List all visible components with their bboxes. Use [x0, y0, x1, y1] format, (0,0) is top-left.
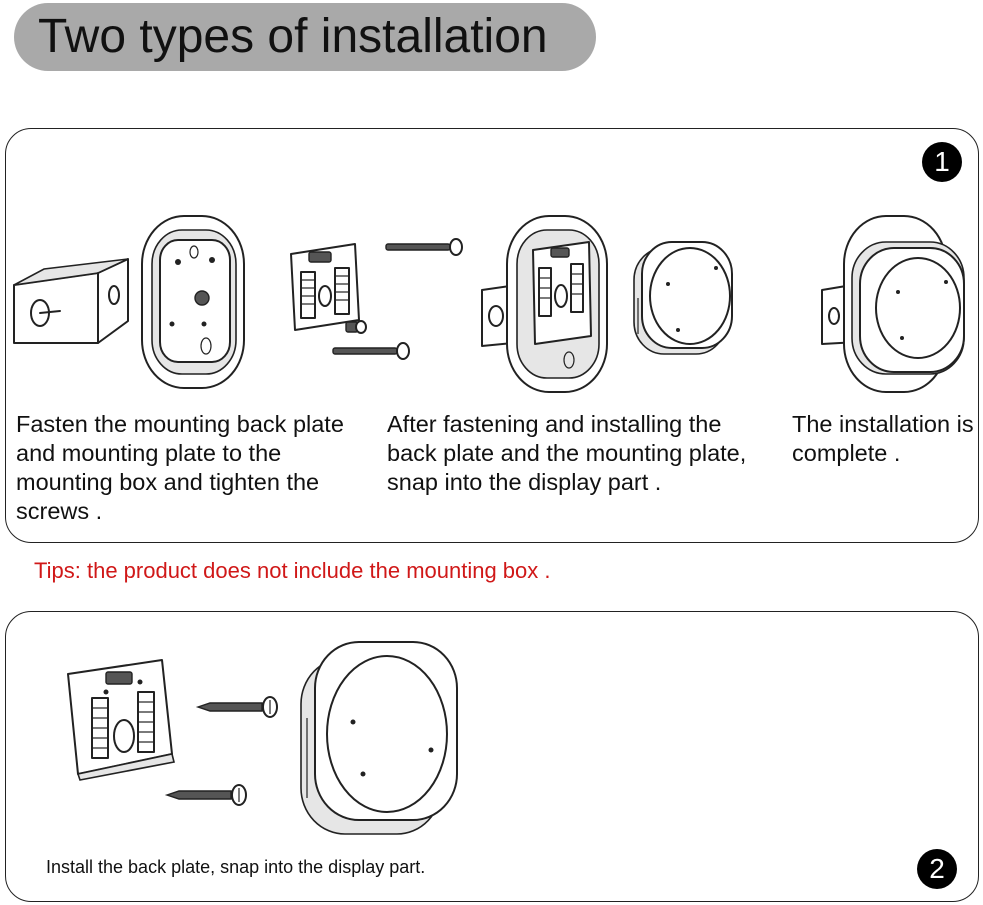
back-plate-icon [290, 243, 360, 331]
tips-note: Tips: the product does not include the m… [34, 558, 551, 583]
screw-icon [332, 342, 410, 360]
display-unit-icon [300, 641, 458, 835]
display-unit-icon [821, 215, 965, 393]
mounting-plate-icon [141, 215, 245, 389]
display-unit-icon [633, 241, 733, 355]
screw-icon [195, 696, 278, 718]
mounting-box-icon [13, 258, 129, 344]
method-2-caption: Install the back plate, snap into the di… [46, 857, 426, 877]
step-3-caption: The installation is complete . [792, 411, 974, 466]
screw-icon [385, 238, 463, 256]
mounting-plate-icon [506, 215, 608, 393]
title-banner [14, 3, 596, 71]
step-1-caption: Fasten the mounting back plate and mount… [16, 411, 344, 524]
back-plate-icon [67, 659, 175, 781]
screw-icon [345, 320, 367, 334]
step-number-badge-2: 2 [917, 849, 957, 889]
step-number-badge-1: 1 [922, 142, 962, 182]
page-title: Two types of installation [38, 10, 548, 63]
step-2-caption: After fastening and installing the back … [387, 411, 747, 495]
screw-icon [164, 784, 247, 806]
